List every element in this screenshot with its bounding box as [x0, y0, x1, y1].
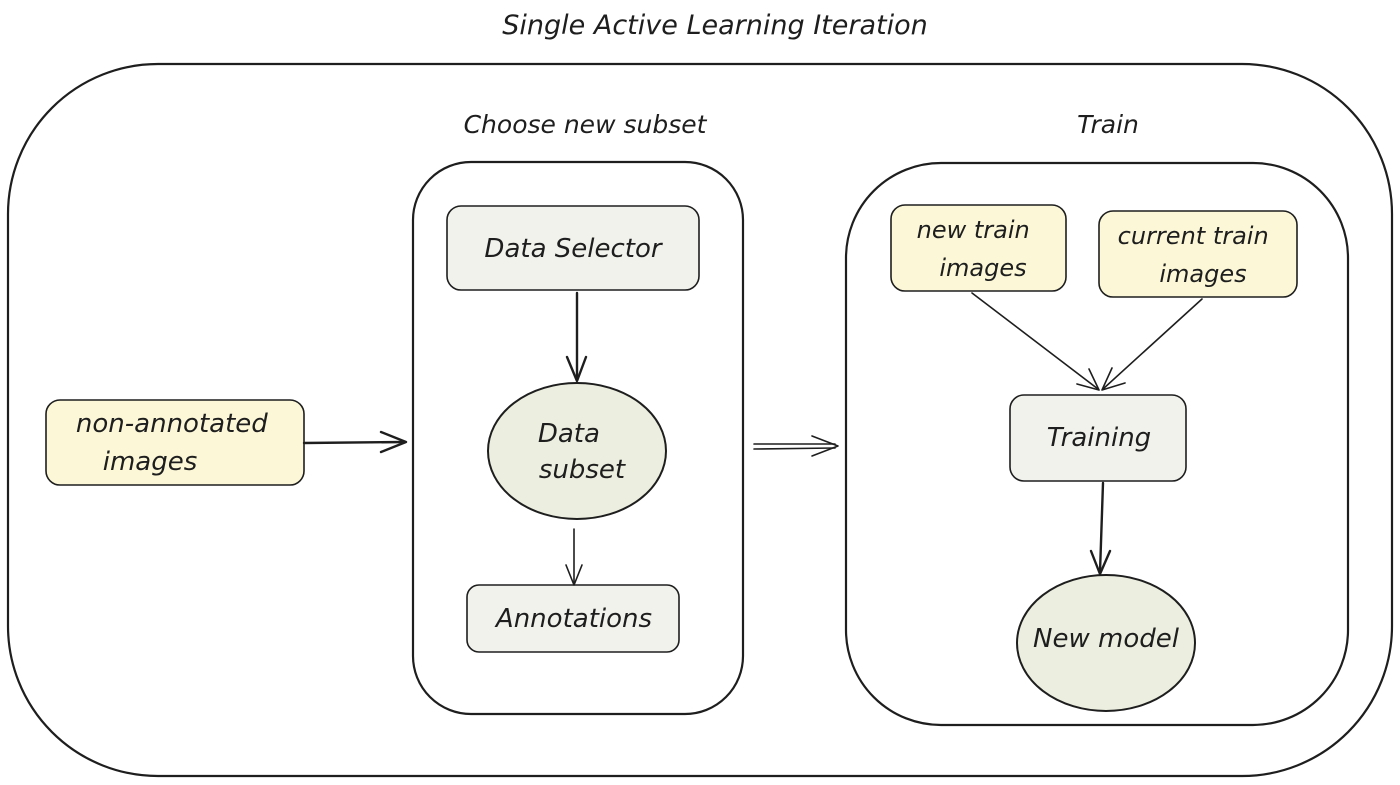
svg-text:Data subset: Data subset — [538, 419, 626, 485]
node-current-train-line-1: current train — [1118, 222, 1269, 250]
node-non-annotated-line-1: non-annotated — [76, 409, 268, 439]
edge-selector-to-subset — [565, 291, 588, 383]
section-label-choose: Choose new subset — [464, 110, 708, 139]
node-new-model: New model — [1016, 574, 1196, 712]
edge-new-train-arrowhead — [1076, 368, 1100, 391]
edge-current-train-line — [1102, 298, 1203, 390]
node-current-train-box — [1098, 210, 1298, 298]
node-data-selector: Data Selector — [446, 205, 700, 291]
node-data-subset-line-2: subset — [539, 455, 626, 485]
edge-choose-line-2 — [753, 447, 836, 450]
edge-subset-arrowhead — [565, 564, 583, 586]
diagram-title: Single Active Learning Iteration — [502, 10, 927, 41]
section-label-train: Train — [1077, 110, 1139, 139]
node-data-selector-box — [446, 205, 700, 291]
edge-training-line — [1098, 481, 1105, 574]
node-non-annotated-line-2: images — [103, 447, 198, 477]
choose-subset-group — [411, 160, 745, 716]
node-annotations-label: Annotations — [494, 604, 652, 634]
node-annotations-box — [466, 584, 680, 653]
node-data-subset: Data subset — [487, 382, 667, 520]
node-annotations: Annotations — [466, 584, 680, 653]
node-data-subset-line-1: Data — [538, 419, 600, 449]
node-new-train-line-1: new train — [917, 216, 1030, 244]
svg-text:non-annotated images: non-annotated images — [76, 409, 276, 477]
train-group — [844, 161, 1350, 727]
edge-choose-to-train — [753, 435, 839, 457]
edge-choose-arrowhead — [811, 435, 839, 457]
node-current-train-images: current train images — [1098, 210, 1298, 298]
edge-selector-arrowhead — [565, 355, 588, 383]
node-new-model-ellipse — [1016, 574, 1196, 712]
node-new-train-images: new train images — [890, 204, 1067, 292]
edge-training-arrowhead — [1089, 549, 1112, 576]
node-non-annotated-images: non-annotated images — [45, 399, 305, 486]
node-training-box — [1009, 394, 1187, 482]
node-data-subset-ellipse — [487, 382, 667, 520]
node-data-selector-label: Data Selector — [484, 234, 663, 264]
node-new-train-line-2: images — [939, 254, 1026, 282]
edge-non-annotated-to-choose — [302, 430, 408, 454]
node-new-train-box — [890, 204, 1067, 292]
node-current-train-line-2: images — [1159, 260, 1246, 288]
edge-non-annotated-line — [302, 440, 407, 445]
edge-new-train-to-training — [971, 292, 1100, 391]
node-new-model-label: New model — [1033, 624, 1180, 654]
node-training: Training — [1009, 394, 1187, 482]
edge-training-to-new-model — [1089, 481, 1112, 576]
outer-frame — [6, 62, 1394, 778]
svg-text:current train images: current train images — [1118, 222, 1277, 288]
edge-current-train-to-training — [1101, 298, 1203, 391]
svg-text:new train images: new train images — [917, 216, 1038, 282]
edge-subset-to-annotations — [565, 528, 583, 586]
node-training-label: Training — [1047, 423, 1151, 453]
edge-new-train-line — [971, 292, 1099, 390]
edge-current-train-arrowhead — [1101, 367, 1126, 391]
edge-non-annotated-arrowhead — [379, 430, 408, 454]
